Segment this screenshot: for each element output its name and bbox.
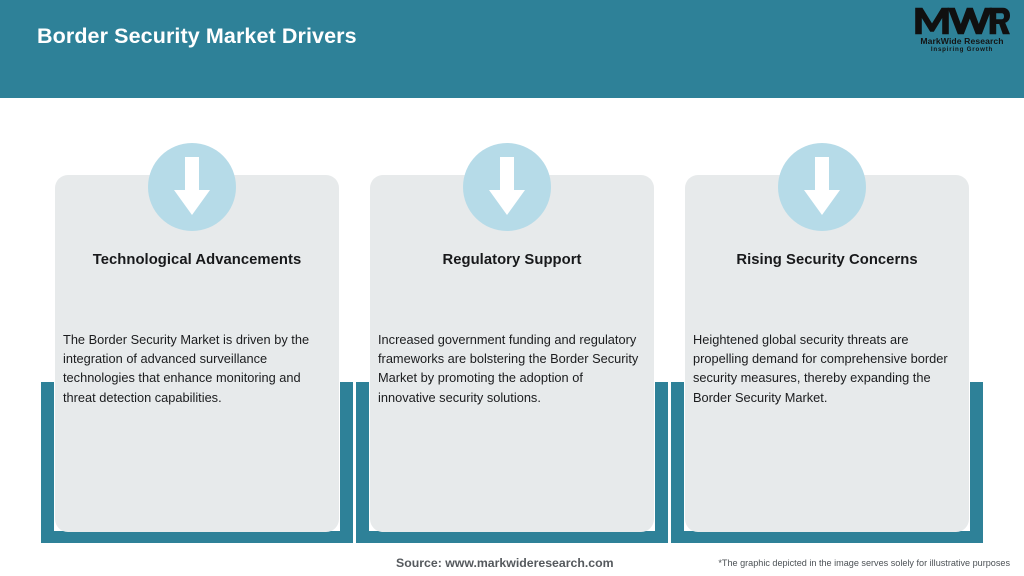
- logo-tagline: Inspiring Growth: [930, 46, 994, 53]
- card-frame: [671, 382, 983, 543]
- card-body: The Border Security Market is driven by …: [63, 332, 310, 405]
- card-panel: [55, 175, 339, 532]
- arrow-down-glyph: [489, 157, 525, 215]
- logo-name: MarkWide Research: [920, 36, 1004, 46]
- card-frame: [356, 382, 668, 543]
- mwr-logo-icon: [915, 7, 1010, 35]
- footer-source: Source: www.markwideresearch.com: [396, 556, 614, 570]
- card-heading: Regulatory Support: [442, 252, 582, 268]
- brand-logo: MarkWide Research Inspiring Growth: [914, 6, 1010, 58]
- card-heading: Rising Security Concerns: [736, 252, 918, 268]
- card-body: Increased government funding and regulat…: [378, 332, 639, 405]
- card-heading: Technological Advancements: [92, 252, 302, 268]
- header-bar: [0, 0, 1024, 98]
- footer-disclaimer: *The graphic depicted in the image serve…: [718, 558, 1010, 568]
- card-panel: [370, 175, 654, 532]
- page-title: Border Security Market Drivers: [37, 24, 357, 48]
- card-body: Heightened global security threats are p…: [693, 332, 948, 405]
- arrow-down-glyph: [804, 157, 840, 215]
- arrow-down-icon: [148, 143, 236, 231]
- card-panel: [685, 175, 969, 532]
- driver-card-3: Rising Security Concerns Heightened glob…: [671, 0, 983, 576]
- driver-card-1: Technological Advancements The Border Se…: [41, 0, 353, 576]
- arrow-down-icon: [778, 143, 866, 231]
- arrow-down-icon: [463, 143, 551, 231]
- card-frame: [41, 382, 353, 543]
- arrow-down-glyph: [174, 157, 210, 215]
- driver-card-2: Regulatory Support Increased government …: [356, 0, 668, 576]
